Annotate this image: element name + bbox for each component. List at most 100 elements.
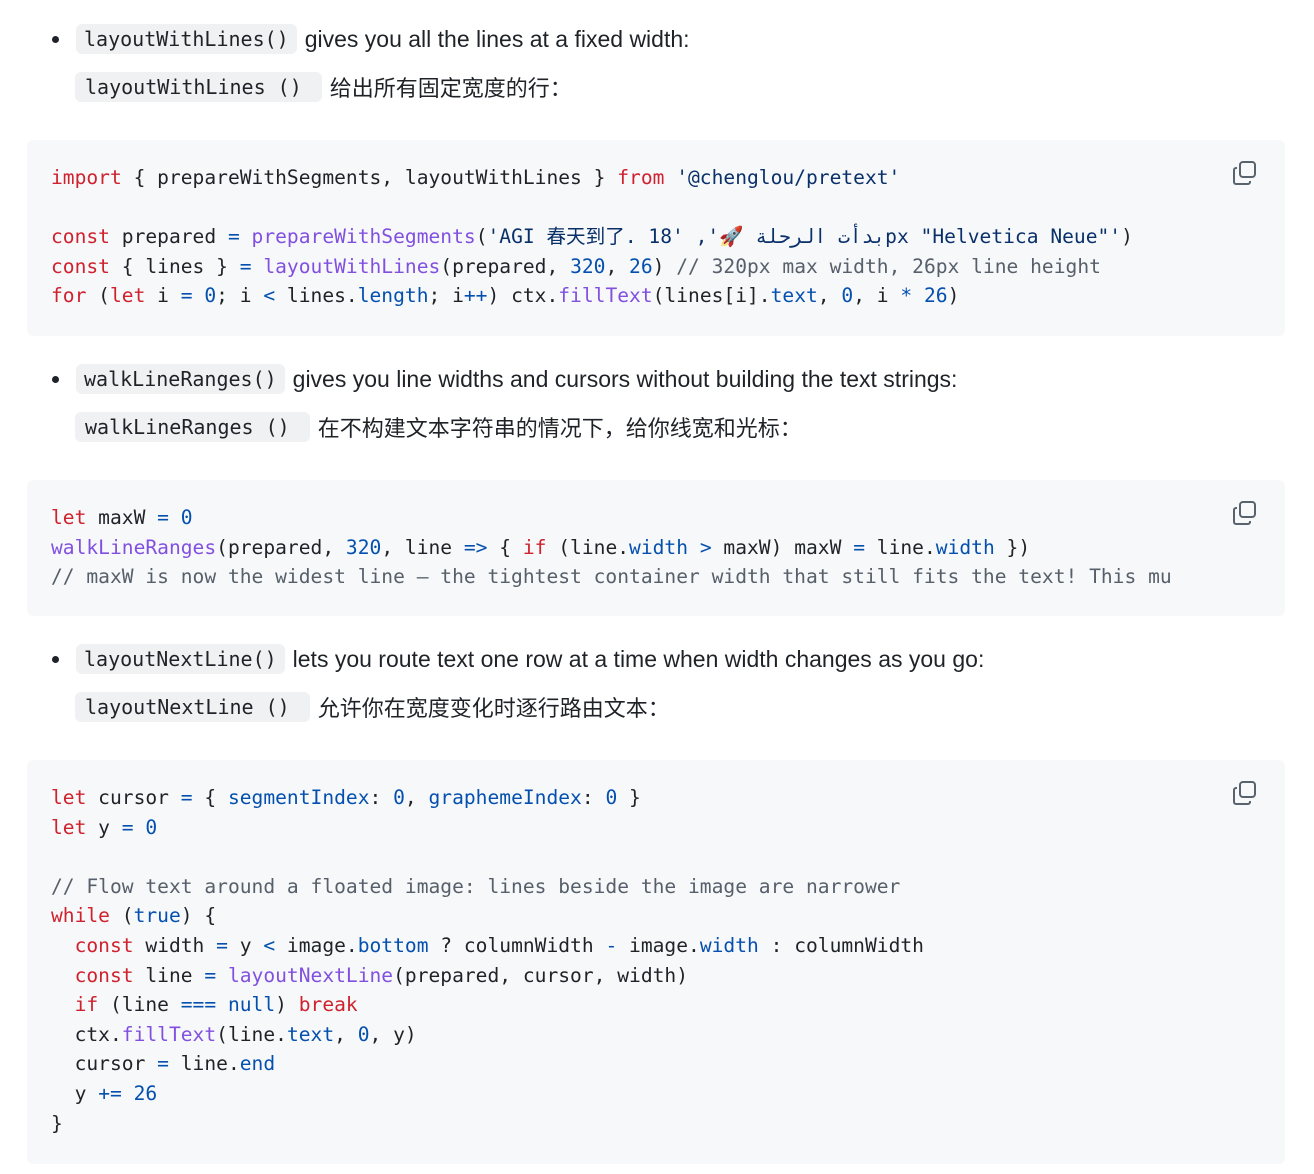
number-literal: 26 <box>923 284 948 308</box>
operator: < <box>263 933 276 957</box>
keyword: let <box>51 815 87 839</box>
code-text <box>193 284 205 307</box>
code-text: (lines[i]. <box>652 284 771 308</box>
bullet-item-walk-line-ranges: walkLineRanges() gives you line widths a… <box>52 362 957 396</box>
number-literal: 0 <box>204 284 217 308</box>
operator: = <box>180 284 193 308</box>
code-line-5: while (true) { <box>51 904 216 927</box>
property-name: end <box>239 1052 276 1076</box>
inline-code-api: walkLineRanges() <box>76 364 285 394</box>
indent <box>51 964 75 987</box>
code-text: , line <box>381 535 464 559</box>
code-text: maxW <box>86 506 158 529</box>
code-line-10: cursor = line.end <box>51 1052 276 1076</box>
code-text: ) <box>275 993 299 1017</box>
code-text: : <box>369 786 394 809</box>
operator: ++ <box>463 284 488 308</box>
code-text: y <box>86 815 122 839</box>
code-text: , i <box>853 284 901 308</box>
translation-layout-with-lines: layoutWithLines () 给出所有固定宽度的行： <box>75 70 572 104</box>
property-name: graphemeIndex <box>428 786 582 809</box>
code-text: ) ctx. <box>487 284 559 308</box>
code-text <box>134 816 146 839</box>
code-line-4: // Flow text around a floated image: lin… <box>51 875 900 898</box>
copy-icon[interactable] <box>1231 499 1259 527</box>
translation-text: 给出所有固定宽度的行： <box>329 77 572 102</box>
string-literal: 'AGI 春天到了. 18' ,'🚀 بدأت الرحلة <box>487 225 886 249</box>
operator: += <box>98 1081 122 1105</box>
code-text: { prepareWithSegments, layoutWithLines } <box>121 166 618 189</box>
operator: < <box>263 284 276 308</box>
indent <box>51 1082 75 1105</box>
property-name: width <box>629 535 689 559</box>
code-text: prepared <box>109 225 228 249</box>
code-comment: // Flow text around a floated image: lin… <box>51 874 901 898</box>
code-text <box>688 536 700 559</box>
code-line-12: } <box>51 1112 63 1135</box>
code-text: , <box>334 1022 358 1046</box>
code-text: (prepared, cursor, width) <box>393 963 689 987</box>
operator: = <box>121 815 134 839</box>
number-literal: 0 <box>393 786 405 809</box>
code-text: ) <box>947 284 960 308</box>
code-text: , <box>404 786 429 809</box>
number-literal: 0 <box>605 786 618 809</box>
code-text: ( <box>475 225 488 249</box>
code-text: , y) <box>369 1022 417 1046</box>
bullet-dot <box>52 655 59 663</box>
property-name: width <box>699 933 759 957</box>
operator: === <box>180 993 217 1017</box>
operator: => <box>463 535 488 559</box>
operator: > <box>699 535 712 559</box>
code-comment: // maxW is now the widest line — the tig… <box>51 565 1172 589</box>
code-text: line. <box>168 1052 240 1076</box>
code-text: y <box>74 1081 99 1105</box>
operator: = <box>216 933 228 957</box>
operator: - <box>605 933 618 957</box>
code-text: i <box>145 284 181 308</box>
code-text <box>912 284 924 307</box>
code-text: (line. <box>546 535 630 559</box>
code-text: maxW) maxW <box>711 535 854 559</box>
code-text: } <box>51 1111 63 1135</box>
code-text: ( <box>109 904 134 928</box>
code-line-2: let y = 0 <box>51 816 157 839</box>
code-line-3: const prepared = prepareWithSegments('AG… <box>51 225 1133 248</box>
code-line-1: let maxW = 0 <box>51 506 193 529</box>
copy-icon[interactable] <box>1231 159 1259 187</box>
indent <box>51 1052 75 1075</box>
code-content: let cursor = { segmentIndex: 0, grapheme… <box>27 760 1219 1138</box>
copy-icon[interactable] <box>1231 779 1259 807</box>
code-block-layout-next-line: let cursor = { segmentIndex: 0, grapheme… <box>27 760 1285 1164</box>
indent <box>51 934 75 957</box>
code-text: { lines } <box>109 254 240 278</box>
code-content: import { prepareWithSegments, layoutWith… <box>27 140 1219 311</box>
keyword: break <box>298 993 358 1017</box>
function-name: fillText <box>121 1022 217 1046</box>
code-line-2: walkLineRanges(prepared, 320, line => { … <box>51 536 1030 559</box>
code-text: y <box>227 933 264 957</box>
code-line-5: for (let i = 0; i < lines.length; i++) c… <box>51 284 959 307</box>
code-text: cursor <box>86 786 181 809</box>
code-comment: // 320px max width, 26px line height <box>676 254 1101 278</box>
property-name: bottom <box>357 933 429 957</box>
code-text: lines. <box>275 284 358 308</box>
code-text: ) <box>652 254 677 278</box>
keyword: let <box>51 506 87 529</box>
code-text: ; i <box>216 284 264 308</box>
code-text: (prepared, <box>440 254 571 278</box>
code-text: , <box>605 254 630 278</box>
code-text: ( <box>86 284 110 308</box>
operator: * <box>900 284 913 308</box>
number-literal: 26 <box>629 254 653 278</box>
inline-code-translation: layoutNextLine () <box>75 692 310 722</box>
code-text: : columnWidth <box>758 933 924 957</box>
code-line-7: const line = layoutNextLine(prepared, cu… <box>51 964 688 987</box>
code-line-1: let cursor = { segmentIndex: 0, grapheme… <box>51 786 641 809</box>
number-literal: 0 <box>357 1022 370 1046</box>
code-text <box>216 993 228 1016</box>
keyword: let <box>109 284 146 308</box>
bullet-item-layout-next-line: layoutNextLine() lets you route text one… <box>52 642 984 676</box>
code-text: (line. <box>216 1022 287 1046</box>
function-name: layoutWithLines <box>263 254 441 278</box>
